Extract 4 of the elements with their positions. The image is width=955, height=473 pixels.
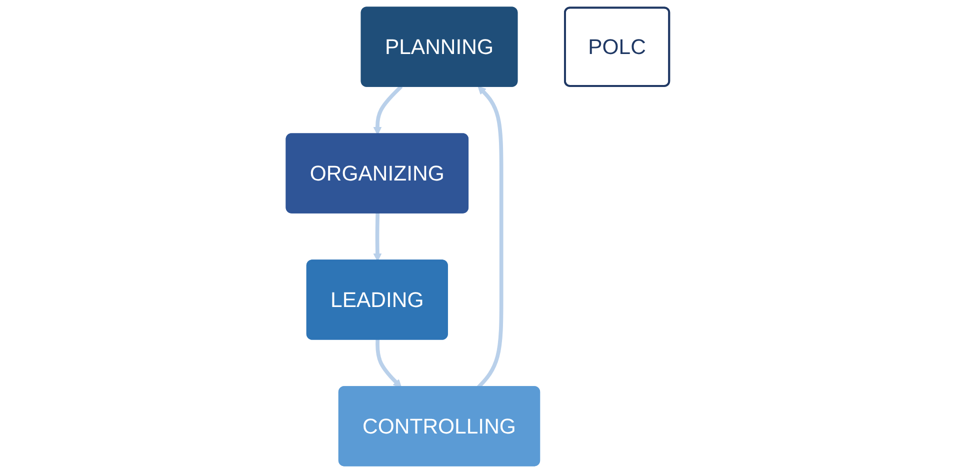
arrow [476,86,503,389]
arrow [372,85,402,136]
arrow [372,212,382,262]
arrow [375,339,402,388]
